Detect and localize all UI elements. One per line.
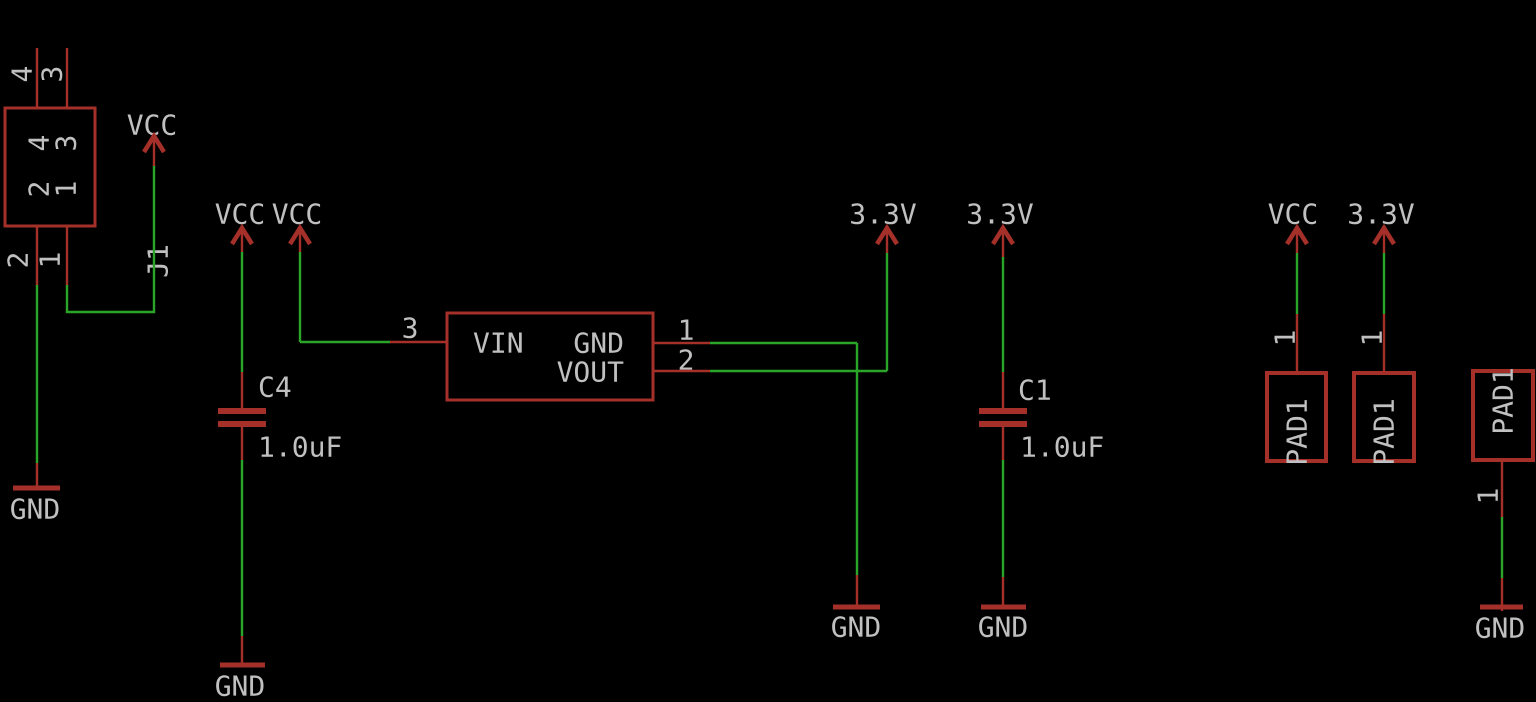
regulator-body[interactable] (445, 311, 655, 402)
gnd-symbol-c1[interactable]: GND (978, 604, 1029, 644)
c1-value: 1.0uF (1020, 431, 1104, 464)
capacitor-c1[interactable]: C1 1.0uF (979, 257, 1104, 606)
regulator-u1[interactable]: VIN GND VOUT 1 2 (445, 311, 710, 402)
connector-j1-body[interactable] (3, 106, 97, 228)
power-flag-vcc-pad1[interactable]: VCC (1268, 198, 1319, 254)
j1-reference: J1 (142, 244, 175, 278)
gnd-symbol-pad3[interactable]: GND (1475, 604, 1526, 645)
regulator-pin1-number: 1 (678, 314, 695, 347)
j1-pin1-number: 1 (34, 252, 67, 269)
regulator-pin2-number: 2 (678, 344, 695, 377)
connector-j1[interactable]: 4 3 4 3 2 1 2 1 J1 (2, 48, 175, 285)
power-flag-vcc-vin[interactable]: VCC (272, 198, 323, 253)
capacitor-c4[interactable]: C4 1.0uF (218, 252, 342, 664)
j1-pin4-number: 4 (6, 66, 39, 83)
pad-pin-number: 1 (1356, 330, 1389, 347)
regulator-vout-label: VOUT (557, 356, 625, 389)
j1-nets[interactable] (35, 165, 156, 487)
net-vcc-to-vin[interactable]: 3 (298, 252, 447, 345)
vcc-label: VCC (272, 198, 323, 231)
pad1-body[interactable] (1265, 371, 1328, 463)
gnd-label: GND (1475, 612, 1526, 645)
power-flag-vcc-j1[interactable]: VCC (127, 109, 178, 167)
rail-3v3-label: 3.3V (1347, 198, 1415, 231)
pad2-3v3[interactable]: 1 PAD1 (1352, 253, 1416, 466)
pad-pin-number: 1 (1472, 488, 1505, 505)
j1-pin3-number: 3 (36, 66, 69, 83)
gnd-label: GND (10, 493, 61, 526)
power-flag-3v3-pad2[interactable]: 3.3V (1347, 198, 1415, 254)
c4-reference: C4 (258, 371, 292, 404)
rail-3v3-label: 3.3V (966, 198, 1034, 231)
j1-inner-pin1: 1 (50, 181, 83, 198)
power-flag-vcc-c4[interactable]: VCC (215, 198, 266, 253)
pad2-name: PAD1 (1368, 398, 1401, 465)
gnd-symbol-j1[interactable]: GND (10, 485, 61, 526)
gnd-label: GND (831, 611, 882, 644)
rail-3v3-label: 3.3V (849, 198, 917, 231)
regulator-vin-label: VIN (473, 327, 524, 360)
j1-inner-pin4: 4 (23, 135, 56, 152)
c1-reference: C1 (1018, 374, 1052, 407)
j1-inner-pin2: 2 (23, 181, 56, 198)
pad1-name: PAD1 (1281, 398, 1314, 465)
c4-value: 1.0uF (258, 431, 342, 464)
j1-pin2-number: 2 (2, 252, 35, 269)
net-wire-j1-vcc[interactable] (65, 165, 156, 314)
rail-arrow-icon (875, 223, 899, 246)
power-flag-3v3-c1[interactable]: 3.3V (966, 198, 1034, 258)
gnd-label: GND (215, 670, 266, 702)
vcc-label: VCC (1268, 198, 1319, 231)
pad3-gnd[interactable]: PAD1 1 (1471, 367, 1535, 611)
regulator-pin3-number: 3 (402, 312, 419, 345)
net-regulator-gnd[interactable] (710, 341, 859, 606)
pad2-body[interactable] (1352, 371, 1416, 463)
vcc-label: VCC (215, 198, 266, 231)
net-regulator-vout[interactable]: 3.3V (710, 198, 917, 373)
gnd-symbol-regulator[interactable]: GND (831, 604, 882, 644)
gnd-label: GND (978, 611, 1029, 644)
pad3-name: PAD1 (1487, 367, 1520, 434)
j1-inner-pin3: 3 (50, 135, 83, 152)
regulator-gnd-label: GND (573, 327, 624, 360)
gnd-symbol-c4[interactable]: GND (215, 662, 266, 702)
pad-pin-number: 1 (1269, 330, 1302, 347)
pad1-vcc[interactable]: 1 PAD1 (1265, 253, 1328, 466)
